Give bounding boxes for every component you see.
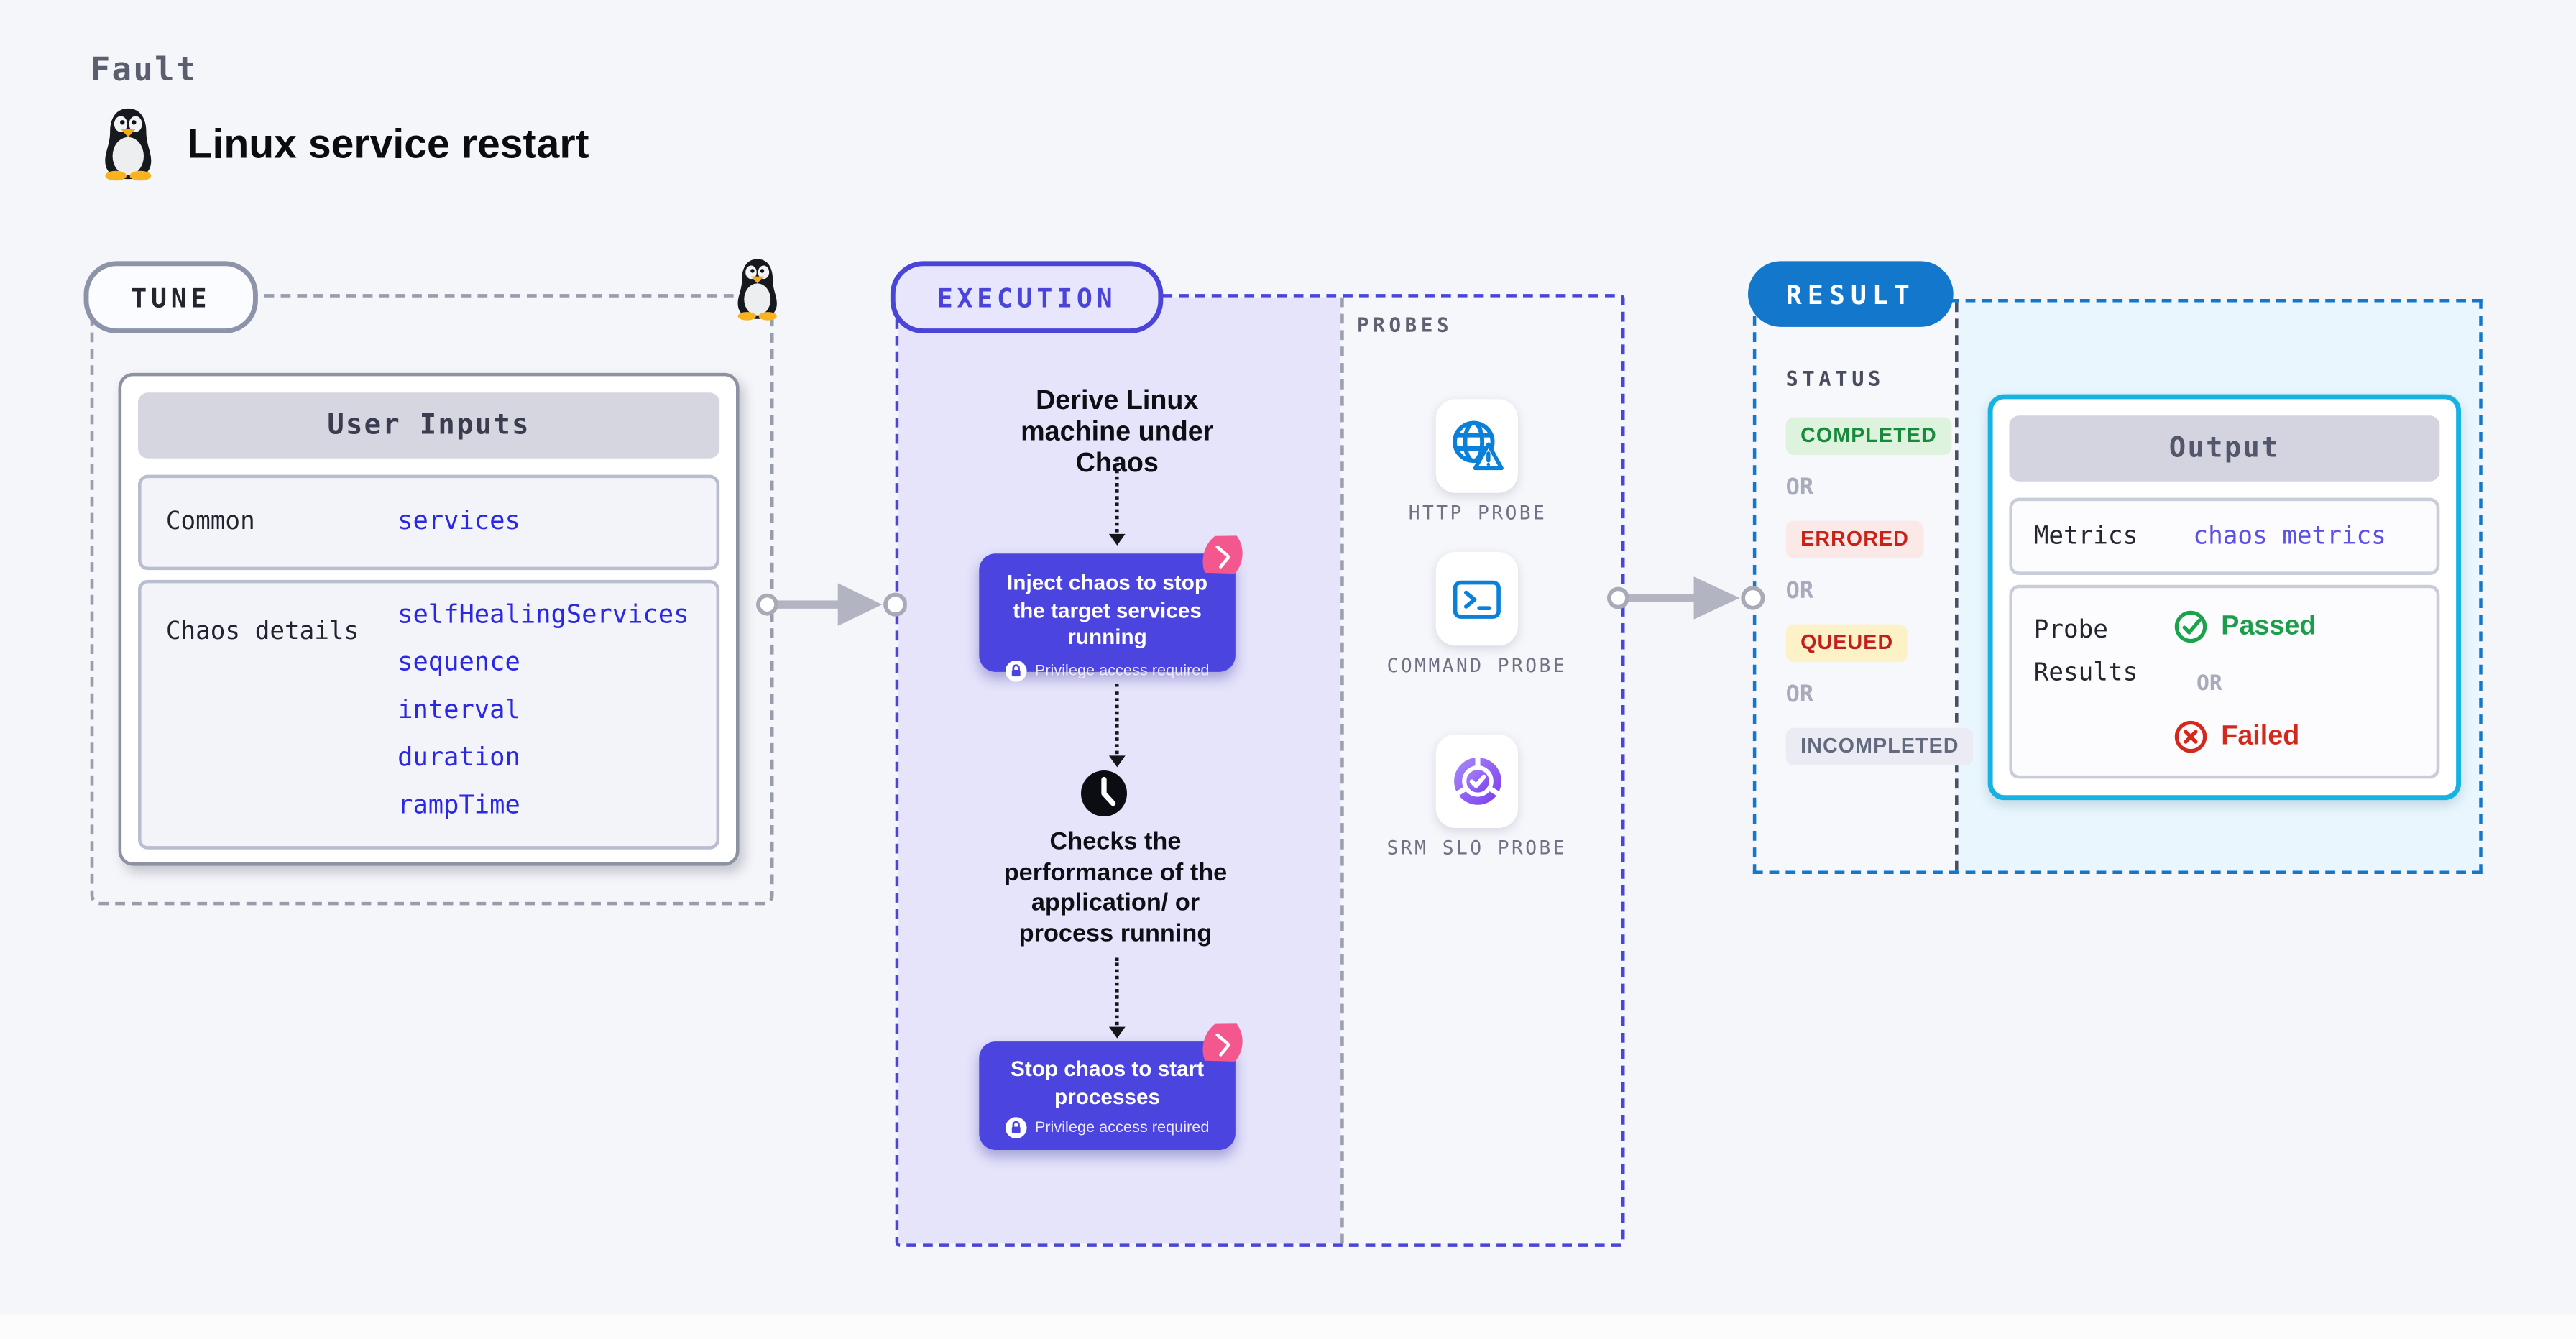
passed-label: Passed <box>2221 611 2317 641</box>
param-link-sequence[interactable]: sequence <box>397 647 520 677</box>
param-link-interval[interactable]: interval <box>397 694 520 724</box>
status-badge-incompleted: INCOMPLETED <box>1785 727 1974 766</box>
tux-penguin-icon <box>105 108 152 181</box>
status-divider <box>1954 302 1959 871</box>
execution-section-pill: EXECUTION <box>890 261 1164 333</box>
inject-chaos-node: Inject chaos to stop the target services… <box>979 553 1236 681</box>
globe-alert-icon <box>1453 420 1504 470</box>
stop-chaos-label: Stop chaos to start processes <box>1010 1056 1205 1108</box>
metrics-label: Metrics <box>2033 520 2138 551</box>
output-title: Output <box>2009 415 2440 482</box>
result-section-pill: RESULT <box>1747 261 1954 327</box>
user-inputs-title: User Inputs <box>137 392 720 459</box>
command-probe-label: COMMAND PROBE <box>1386 653 1567 677</box>
flow-arrow-icon <box>1606 576 1765 620</box>
inject-chaos-label: Inject chaos to stop the target services… <box>1007 570 1208 649</box>
param-link-duration[interactable]: duration <box>397 742 520 773</box>
probe-results-label: Probe Results <box>2033 614 2138 687</box>
check-step-text: Checks the performance of the applicatio… <box>1003 827 1228 947</box>
flow-arrow-icon <box>755 583 907 626</box>
chaos-pinwheel-icon <box>1202 535 1243 574</box>
or-separator: OR <box>1785 681 1814 709</box>
output-card: Output Metrics chaos metrics Probe Resul… <box>1987 394 2461 801</box>
result-section-box: STATUS COMPLETED OR ERRORED OR QUEUED OR… <box>1752 298 2483 874</box>
param-link-selfhealingservices[interactable]: selfHealingServices <box>397 599 689 630</box>
or-separator: OR <box>1785 578 1814 605</box>
check-circle-icon <box>2174 610 2207 643</box>
probe-results-row: Probe Results Passed OR Failed <box>2009 584 2440 779</box>
derive-step-text: Derive Linux machine under Chaos <box>1021 386 1214 479</box>
status-badge-errored: ERRORED <box>1785 520 1924 559</box>
connector-line <box>1115 683 1119 755</box>
connector-line <box>1115 957 1119 1026</box>
probes-divider <box>1340 297 1344 1244</box>
clock-icon <box>1080 770 1127 816</box>
bottom-strip <box>0 1314 2576 1339</box>
arrow-head <box>1108 755 1126 768</box>
user-inputs-row-common: Common services <box>137 474 720 571</box>
chaos-metrics-link[interactable]: chaos metrics <box>2193 520 2386 551</box>
http-probe-card <box>1435 399 1518 493</box>
privilege-note: Privilege access required <box>1034 661 1210 680</box>
stop-chaos-node: Stop chaos to start processes Privilege … <box>979 1041 1236 1150</box>
page-title: Linux service restart <box>187 121 589 168</box>
or-separator: OR <box>2196 671 2222 697</box>
arrow-head <box>1108 533 1126 546</box>
failed-label: Failed <box>2221 721 2300 751</box>
param-link-ramptime[interactable]: rampTime <box>397 790 520 820</box>
lock-icon <box>1005 1117 1027 1138</box>
probe-failed: Failed <box>2174 719 2299 754</box>
probes-title: PROBES <box>1356 313 1453 337</box>
fault-eyebrow: Fault <box>90 49 198 89</box>
srm-slo-probe-card <box>1435 734 1518 828</box>
privilege-note: Privilege access required <box>1034 1118 1210 1137</box>
row-label: Common <box>165 505 255 536</box>
tux-penguin-icon <box>737 259 777 321</box>
or-separator: OR <box>1785 474 1814 502</box>
status-title: STATUS <box>1785 366 1885 391</box>
terminal-icon <box>1453 579 1501 618</box>
status-badge-completed: COMPLETED <box>1785 417 1952 456</box>
connector-line <box>1115 458 1119 533</box>
probe-passed: Passed <box>2174 609 2316 644</box>
command-probe-card <box>1435 551 1518 646</box>
arrow-head <box>1108 1026 1126 1039</box>
srm-slo-probe-label: SRM SLO PROBE <box>1386 836 1567 860</box>
status-column <box>1756 302 1955 871</box>
chaos-pinwheel-icon <box>1202 1023 1243 1062</box>
user-inputs-card: User Inputs Common services Chaos detail… <box>118 372 740 866</box>
user-inputs-row-chaos-details: Chaos details selfHealingServices sequen… <box>137 579 720 850</box>
slo-pie-check-icon <box>1453 755 1501 805</box>
http-probe-label: HTTP PROBE <box>1408 501 1547 525</box>
row-label: Chaos details <box>165 616 359 646</box>
metrics-row: Metrics chaos metrics <box>2009 497 2440 575</box>
x-circle-icon <box>2174 720 2207 753</box>
param-link-services[interactable]: services <box>397 505 520 536</box>
status-badge-queued: QUEUED <box>1785 624 1908 663</box>
tune-section-pill: TUNE <box>83 261 258 333</box>
lock-icon <box>1005 659 1027 681</box>
